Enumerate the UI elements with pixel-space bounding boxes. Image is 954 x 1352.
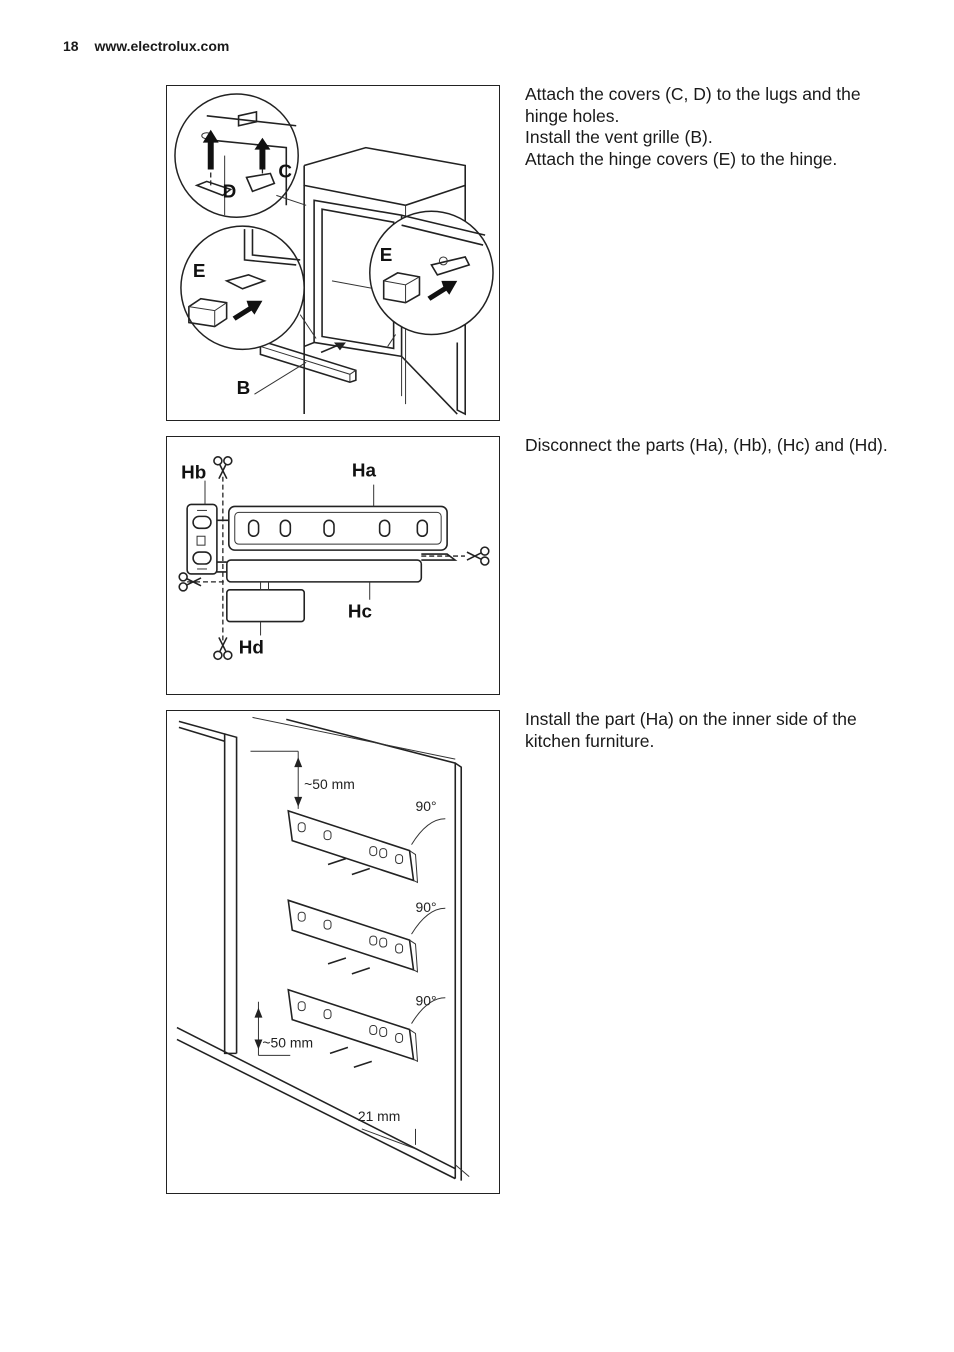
part-hb bbox=[186, 503, 218, 575]
page-number: 18 bbox=[63, 38, 79, 54]
illustration-mount-ha: ~50 mm 90° 90° 90° ~50 mm 21 mm bbox=[176, 716, 470, 1181]
vent-grille-b bbox=[259, 341, 357, 384]
label-e-right: E bbox=[380, 245, 393, 266]
scissors-icon bbox=[178, 572, 202, 592]
illustration-covers-grille: B C D E bbox=[174, 93, 494, 416]
label-e-left: E bbox=[193, 261, 206, 282]
illustration-parts-h: Hb Ha Hc Hd bbox=[178, 456, 490, 661]
scissors-icon bbox=[213, 637, 233, 661]
part-hd bbox=[226, 589, 306, 623]
bracket-ha-middle bbox=[287, 899, 419, 975]
dimension-bottom-offset: ~50 mm bbox=[262, 1034, 313, 1050]
label-b: B bbox=[237, 378, 251, 399]
bracket-ha-top bbox=[287, 809, 419, 884]
callout-hinge-left bbox=[180, 225, 305, 351]
instruction-line: Attach the hinge covers (E) to the hinge… bbox=[525, 148, 838, 169]
instruction-line: Disconnect the parts (Ha), (Hb), (Hc) an… bbox=[525, 435, 888, 455]
scissors-icon bbox=[466, 546, 490, 566]
figure-disconnect-parts: Hb Ha Hc Hd bbox=[166, 436, 500, 695]
instructions-step-2: Disconnect the parts (Ha), (Hb), (Hc) an… bbox=[525, 435, 895, 457]
angle-label-bottom: 90° bbox=[416, 993, 437, 1009]
instruction-line: Install the part (Ha) on the inner side … bbox=[525, 709, 857, 751]
instruction-line: Install the vent grille (B). bbox=[525, 127, 713, 147]
part-hc bbox=[226, 559, 423, 583]
label-hb: Hb bbox=[181, 462, 206, 483]
figure-install-covers: B C D E bbox=[166, 85, 500, 421]
label-ha: Ha bbox=[352, 460, 377, 481]
callout-lugs bbox=[174, 93, 299, 218]
label-d: D bbox=[223, 181, 237, 202]
furniture-panel bbox=[176, 716, 463, 1181]
bracket-ha-bottom bbox=[287, 988, 419, 1069]
label-hd: Hd bbox=[239, 636, 264, 657]
page-header: 18 www.electrolux.com bbox=[63, 38, 229, 54]
angle-label-top: 90° bbox=[416, 798, 437, 814]
instructions-step-3: Install the part (Ha) on the inner side … bbox=[525, 709, 895, 752]
part-ha bbox=[228, 505, 448, 551]
instructions-step-1: Attach the covers (C, D) to the lugs and… bbox=[525, 84, 895, 170]
angle-label-middle: 90° bbox=[416, 899, 437, 915]
site-url: www.electrolux.com bbox=[94, 38, 230, 54]
label-hc: Hc bbox=[348, 601, 372, 622]
callout-hinge-right bbox=[369, 210, 494, 336]
scissors-icon bbox=[213, 456, 233, 480]
dimension-top-offset: ~50 mm bbox=[304, 776, 355, 792]
dimension-depth: 21 mm bbox=[358, 1108, 401, 1124]
instruction-line: Attach the covers (C, D) to the lugs and… bbox=[525, 84, 861, 126]
figure-install-ha: ~50 mm 90° 90° 90° ~50 mm 21 mm bbox=[166, 710, 500, 1194]
label-c: C bbox=[278, 161, 292, 182]
